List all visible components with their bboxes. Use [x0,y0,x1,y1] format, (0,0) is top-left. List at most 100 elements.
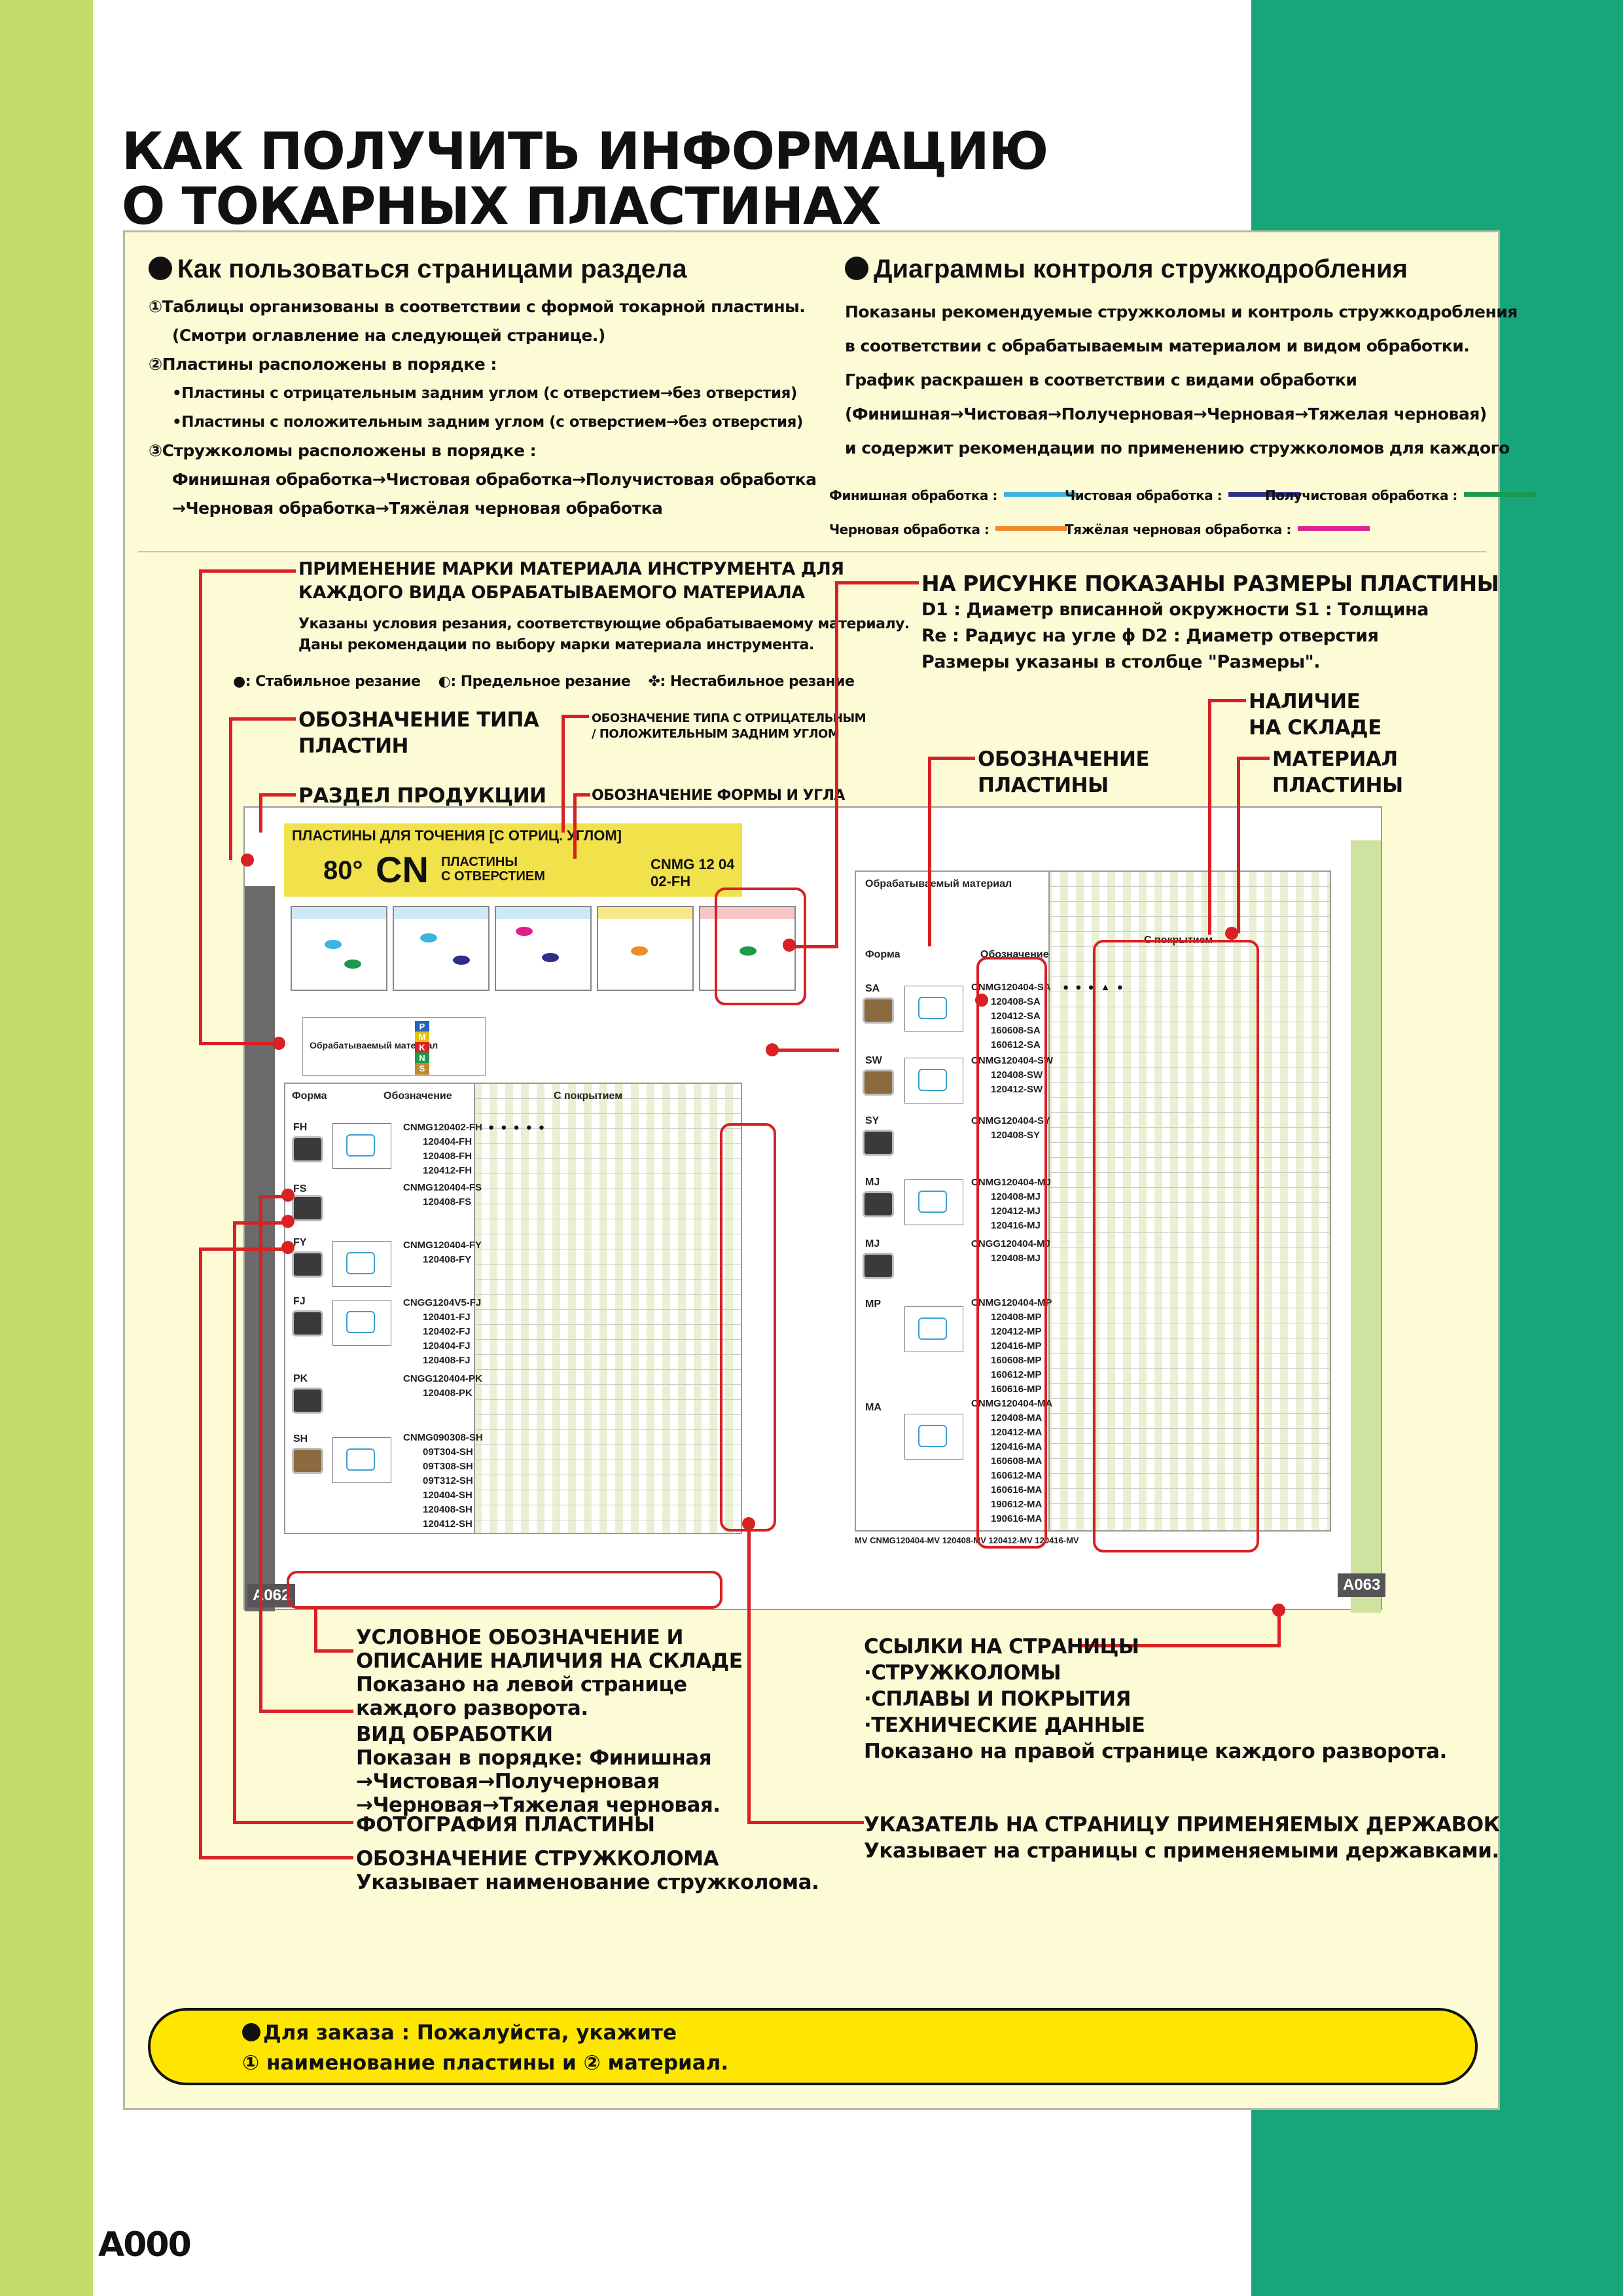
insert-code: CNMG120404-MP [971,1297,1052,1308]
insert-photo [292,1136,323,1162]
designation-highlight [976,957,1047,1549]
insert-code: CNMG120404-MA [971,1398,1053,1409]
left-color-band [0,0,93,2296]
spread-header: ПЛАСТИНЫ ДЛЯ ТОЧЕНИЯ [С ОТРИЦ. УГЛОМ] 80… [284,823,742,897]
insert-code: 190612-MA [991,1499,1043,1510]
material-highlight [1093,940,1259,1552]
insert-code: 120416-MP [991,1340,1042,1352]
leader-line [776,1049,839,1052]
leader-dot [272,1037,285,1050]
leader-dot [783,939,796,952]
page-title-line-1: КАК ПОЛУЧИТЬ ИНФОРМАЦИЮ [122,122,1048,181]
mini-chip-chart [904,1306,963,1352]
legend-swatch [1003,492,1076,497]
insert-photo [292,1388,323,1414]
legend-swatch [1463,492,1536,497]
leader-line [747,1529,751,1823]
insert-code: 120408-SA [991,996,1041,1007]
leader-line [199,1247,284,1251]
leader-dot [766,1043,779,1056]
spread-angle: 80° [323,856,363,885]
leader-line [259,793,262,833]
mini-chip-chart [332,1437,391,1483]
leader-dot [281,1215,294,1228]
insert-photo [863,1130,894,1156]
insert-code: 120404-SH [423,1490,473,1501]
chart-area [420,933,437,942]
leader-line [233,1221,285,1225]
insert-code: 120412-SH [423,1518,473,1530]
chip-control-text: Показаны рекомендуемые стружколомы и кон… [845,302,1518,321]
chart-header [700,907,794,919]
leader-line [1237,757,1240,933]
legend-swatch [1297,526,1370,531]
insert-code: 120404-FH [423,1136,473,1147]
grade-callout-desc: Указаны условия резания, соответствующие… [298,616,910,653]
cutting-legend: ●: Стабильное резание ◐: Предельное реза… [233,673,855,690]
mini-chip-chart [332,1241,391,1287]
insert-code: CNMG120404-FS [403,1182,482,1193]
usage-item: •Пластины с отрицательным задним углом (… [172,385,797,402]
insert-code: 120408-SH [423,1504,473,1515]
leader-line [199,569,296,573]
insert-photo [292,1195,323,1221]
material-header: Обрабатываемый материал [865,878,1012,889]
insert-photo [292,1251,323,1278]
insert-code: 120408-MA [991,1412,1043,1424]
insert-code: CNMG120402-FH [403,1122,482,1133]
leader-dot [241,853,254,867]
insert-photo [863,1253,894,1279]
insert-code: CNGG120404-PK [403,1373,482,1384]
insert-code: 120408-FJ [423,1355,471,1366]
legend-heavy: Тяжёлая черновая обработка : [1065,522,1370,537]
designation-header: Обозначение [383,1090,452,1102]
page-footer-code: A000 [98,2225,192,2265]
insert-code: 120416-MA [991,1441,1043,1452]
insert-code: 120402-FJ [423,1326,471,1337]
leader-line [199,1042,277,1045]
legend-medium: Получистовая обработка : [1265,488,1536,503]
leader-line [233,1221,236,1823]
insert-code: 160608-MA [991,1456,1043,1467]
page-refs-callout: ССЫЛКИ НА СТРАНИЦЫ ·СТРУЖКОЛОМЫ ·СПЛАВЫ … [864,1635,1447,1763]
insert-code: 120412-MJ [991,1206,1041,1217]
insert-code: 120412-SW [991,1084,1043,1095]
usage-item: •Пластины с положительным задним углом (… [172,414,803,431]
mini-chip-chart [904,986,963,1031]
bullet-icon [242,2023,260,2041]
insert-code: 120416-MJ [991,1220,1041,1231]
order-line-1: Для заказа : Пожалуйста, укажите [242,2021,677,2045]
insert-code: 120412-MA [991,1427,1043,1438]
stock-legend-callout: УСЛОВНОЕ ОБОЗНАЧЕНИЕ И ОПИСАНИЕ НАЛИЧИЯ … [356,1626,743,1720]
mini-chip-chart [904,1414,963,1460]
bullet-icon [845,257,868,280]
usage-item: Финишная обработка→Чистовая обработка→По… [172,470,817,489]
chart-area [740,946,757,956]
legend-light: Чистовая обработка : [1065,488,1301,503]
leader-line [1208,699,1246,702]
leader-line [928,757,975,760]
mini-chip-chart [904,1179,963,1225]
insert-code: 120412-SA [991,1011,1041,1022]
group-label: SY [865,1115,880,1126]
group-label: MA [865,1402,882,1413]
page-title-line-2: О ТОКАРНЫХ ПЛАСТИНАХ [122,177,882,236]
insert-code: 120408-MJ [991,1253,1041,1264]
usage-item: ②Пластины расположены в порядке : [149,355,497,374]
leader-dot [281,1241,294,1254]
group-label: PK [293,1373,308,1384]
type-callout: ОБОЗНАЧЕНИЕ ТИПА ПЛАСТИН [298,708,539,758]
unstable-icon: ✤ [648,673,660,690]
group-label: SH [293,1433,308,1444]
chip-control-text: График раскрашен в соответствии с видами… [845,370,1357,389]
insert-code: 120401-FJ [423,1312,471,1323]
usage-item: ③Стружколомы расположены в порядке : [149,441,537,460]
group-label: FY [293,1237,307,1248]
insert-code: CNGG120404-MJ [971,1238,1050,1249]
leader-line [259,1195,262,1712]
chart-area [344,960,361,969]
insert-code: 120412-FH [423,1165,473,1176]
type-neg-callout: ОБОЗНАЧЕНИЕ ТИПА С ОТРИЦАТЕЛЬНЫМ / ПОЛОЖ… [592,711,866,741]
group-label: MP [865,1299,881,1310]
